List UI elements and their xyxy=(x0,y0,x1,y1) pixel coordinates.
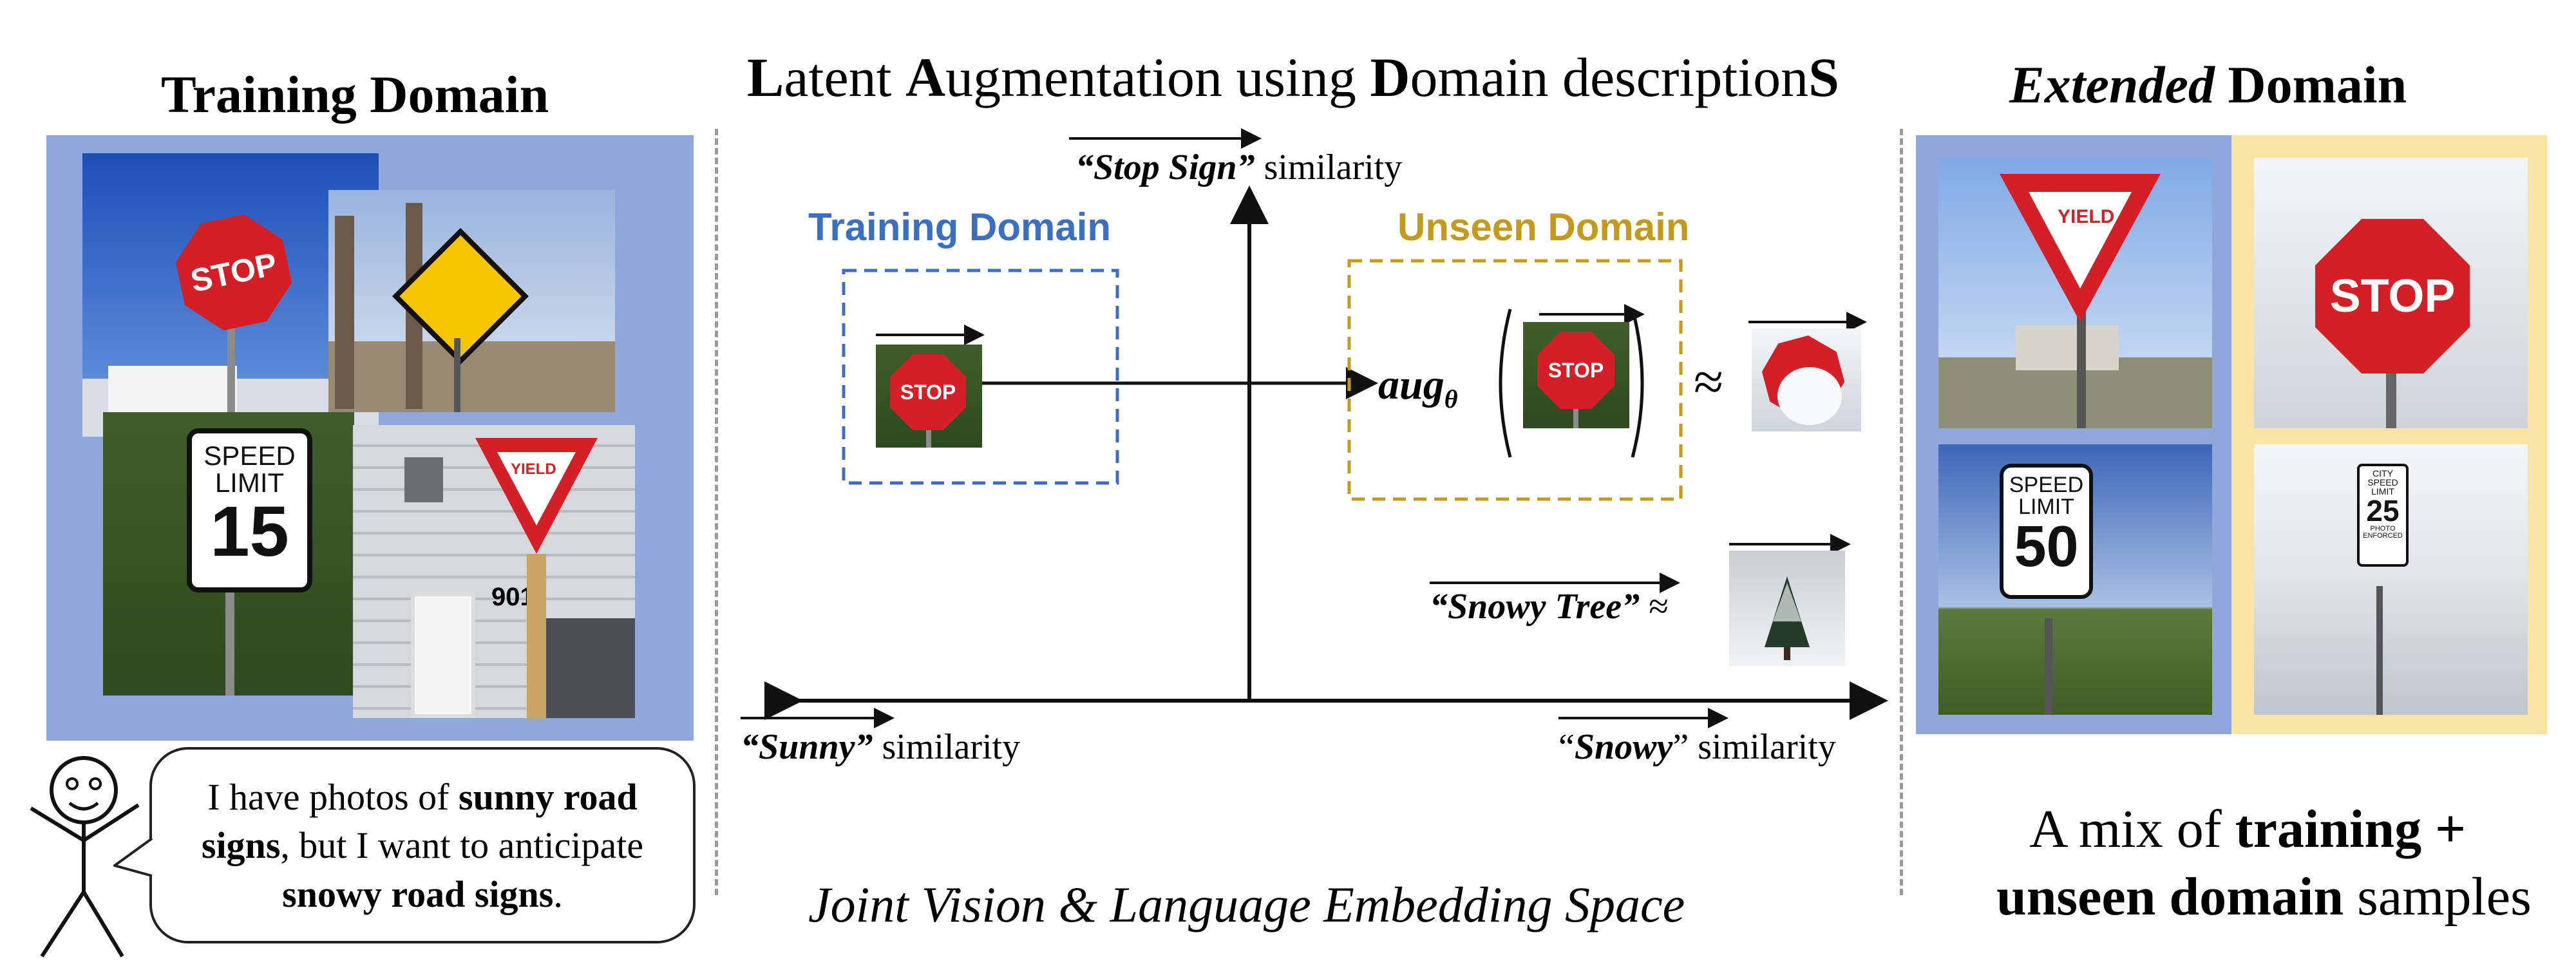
approx-symbol: ≈ xyxy=(1694,352,1724,412)
training-stop-thumbnail: STOP xyxy=(876,345,982,448)
extended-snowy-stop-photo: STOP xyxy=(2254,158,2528,428)
left-title: Training Domain xyxy=(161,65,549,124)
center-footer: Joint Vision & Language Embedding Space xyxy=(808,876,1685,933)
stop-sign-icon: STOP xyxy=(1537,332,1615,409)
training-domain-label: Training Domain xyxy=(808,205,1112,249)
left-divider xyxy=(715,129,718,895)
speed-limit-sign-icon: SPEED LIMIT 50 xyxy=(2000,464,2093,599)
speed-limit-sign-icon: SPEED LIMIT 15 xyxy=(187,428,312,592)
tree-icon xyxy=(1765,576,1810,660)
yield-sign-icon xyxy=(2000,174,2161,322)
extended-speed-50-photo: SPEED LIMIT 50 xyxy=(1938,444,2212,715)
right-divider xyxy=(1900,129,1903,895)
sunny-axis-label: “Sunny” similarity xyxy=(741,727,1021,767)
extended-snowy-speed-25-photo: CITY SPEED LIMIT 25 PHOTO ENFORCED xyxy=(2254,444,2528,715)
snowy-tree-thumbnail xyxy=(1729,551,1845,667)
snowy-tree-label: “Snowy Tree” ≈ xyxy=(1430,587,1669,627)
aug-theta-label: augθ xyxy=(1378,361,1458,414)
photo-deer-crossing xyxy=(328,190,615,412)
center-title: Latent Augmentation using Domain descrip… xyxy=(747,46,1839,108)
stick-figure-icon xyxy=(30,756,140,958)
snowy-stop-thumbnail xyxy=(1752,328,1861,431)
right-title: Extended Domain xyxy=(2009,55,2407,114)
right-footer: A mix of training + unseen domain sample… xyxy=(1996,799,2532,927)
yield-sign-icon xyxy=(475,438,598,554)
stop-sign-icon: STOP xyxy=(890,354,966,430)
bubble-tail xyxy=(113,837,156,877)
extended-yield-photo: YIELD xyxy=(1938,158,2212,428)
unseen-stop-thumbnail: STOP xyxy=(1523,322,1629,428)
snowy-axis-label: “Snowy” similarity xyxy=(1558,727,1836,767)
stop-sign-axis-label: “Stop Sign” similarity xyxy=(1075,147,1403,187)
stop-sign-icon: STOP xyxy=(2315,219,2470,374)
unseen-domain-label: Unseen Domain xyxy=(1397,205,1690,249)
speech-bubble: I have photos of sunny road signs, but I… xyxy=(149,747,696,943)
photo-speed-limit-15: SPEED LIMIT 15 xyxy=(103,412,354,696)
speed-limit-sign-icon: CITY SPEED LIMIT 25 PHOTO ENFORCED xyxy=(2357,464,2409,567)
photo-yield-house: 901 YIELD xyxy=(353,425,635,718)
